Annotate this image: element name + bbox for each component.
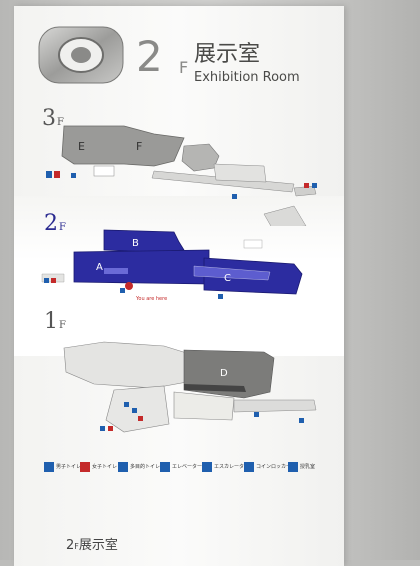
legend-label: エスカレーター [214,464,250,470]
legend-label: コインロッカー [256,464,292,470]
elevator-icon [218,294,223,299]
restroom-icon [54,171,60,178]
footer-floor-suffix: F [74,542,79,551]
legend-label: 男子トイレ [56,464,82,470]
museum-ring-icon [38,26,124,84]
header-title-en: Exhibition Room [194,70,300,85]
sign-header: 2 F 展示室 Exhibition Room [14,6,344,98]
area-e-label: E [78,140,85,153]
restroom-icon [304,183,309,188]
elevator-icon [254,412,259,417]
legend-item: 授乳室 [288,462,338,488]
legend-item: 多目的トイレ [118,462,168,488]
map-legend: 男子トイレ 女子トイレ 多目的トイレ エレベーター エスカレーター コインロッカ… [44,462,334,492]
header-floor-suffix: F [179,58,189,77]
footer-title-text: 展示室 [78,538,118,553]
restroom-icon [108,426,113,431]
elevator-icon [71,173,76,178]
restroom-icon [44,462,54,472]
legend-item: コインロッカー [244,462,294,488]
info-icon [288,462,298,472]
floor-3-suffix: F [57,117,64,128]
floor-3-map: E F [46,125,317,226]
floor-2-number: 2 [44,211,58,236]
legend-label: 女子トイレ [92,464,118,470]
escalator-icon [202,462,212,472]
elevator-icon [132,408,137,413]
legend-label: 授乳室 [300,464,316,470]
elevator-icon [124,402,129,407]
restroom-icon [80,462,90,472]
current-location-marker [125,282,133,290]
floor-3-number: 3 [42,106,56,131]
floor-1-suffix: F [59,320,66,331]
restroom-icon [51,278,56,283]
area-d-label: D [220,368,228,379]
floor-label-3f: 3F [42,106,64,131]
elevator-icon [160,462,170,472]
restroom-icon [100,426,105,431]
restroom-icon [46,171,52,178]
area-f-label: F [136,140,142,153]
elevator-icon [232,194,237,199]
floor-2-map: B A C You are here [41,229,303,302]
floor-guide-sign: 2 F 展示室 Exhibition Room 3F 2F 1F E F [14,6,344,566]
accessible-restroom-icon [118,462,128,472]
header-title-ja: 展示室 [194,42,261,67]
floor-1-map: D [63,341,317,433]
legend-item: エスカレーター [202,462,252,488]
footer-title: 2F展示室 [66,534,118,553]
floor-label-1f: 1F [44,309,66,334]
legend-item: 男子トイレ [44,462,94,488]
legend-label: 多目的トイレ [130,464,161,470]
header-floor-number: 2 [136,32,163,81]
restroom-icon [312,183,317,188]
current-location-label: You are here [135,296,167,302]
floor-2-suffix: F [59,222,66,233]
legend-item: エレベーター [160,462,210,488]
restroom-icon [138,416,143,421]
elevator-icon [120,288,125,293]
restroom-icon [44,278,49,283]
area-c-label: C [224,273,231,284]
info-icon [299,418,304,423]
stairs-icon [244,462,254,472]
legend-item: 女子トイレ [80,462,130,488]
area-b-label: B [132,238,139,249]
footer-floor-number: 2 [66,538,75,553]
floor-1-number: 1 [44,309,58,334]
legend-label: エレベーター [172,464,203,470]
floor-label-2f: 2F [44,211,66,236]
area-a-label: A [96,262,103,273]
